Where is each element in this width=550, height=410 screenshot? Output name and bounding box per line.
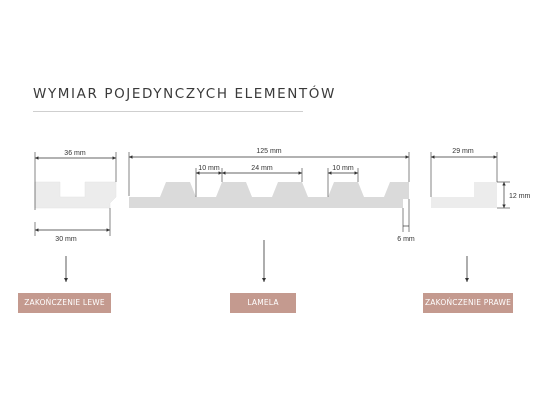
lamela-total-dim-text: 125 mm [256, 148, 281, 155]
label-left-end: ZAKOŃCZENIE LEWE [18, 293, 111, 313]
lamela-profile [129, 182, 409, 208]
lamela-gap-right-dim-text: 10 mm [332, 165, 354, 172]
right-top-dim-text: 29 mm [452, 148, 474, 155]
right-height-dim-text: 12 mm [509, 193, 531, 200]
lamela-edge-dim-text: 6 mm [397, 236, 415, 243]
label-lamela: LAMELA [230, 293, 296, 313]
left-end-profile [34, 181, 117, 209]
label-right-end: ZAKOŃCZENIE PRAWE [423, 293, 513, 313]
right-end-profile [431, 182, 497, 208]
lamela-mid-dim-text: 24 mm [251, 165, 273, 172]
page-title: WYMIAR POJEDYNCZYCH ELEMENTÓW [33, 86, 336, 102]
left-top-dim-text: 36 mm [64, 150, 86, 157]
left-bottom-dim-text: 30 mm [55, 236, 77, 243]
title-divider [33, 111, 303, 112]
lamela-gap-left-dim-text: 10 mm [198, 165, 220, 172]
